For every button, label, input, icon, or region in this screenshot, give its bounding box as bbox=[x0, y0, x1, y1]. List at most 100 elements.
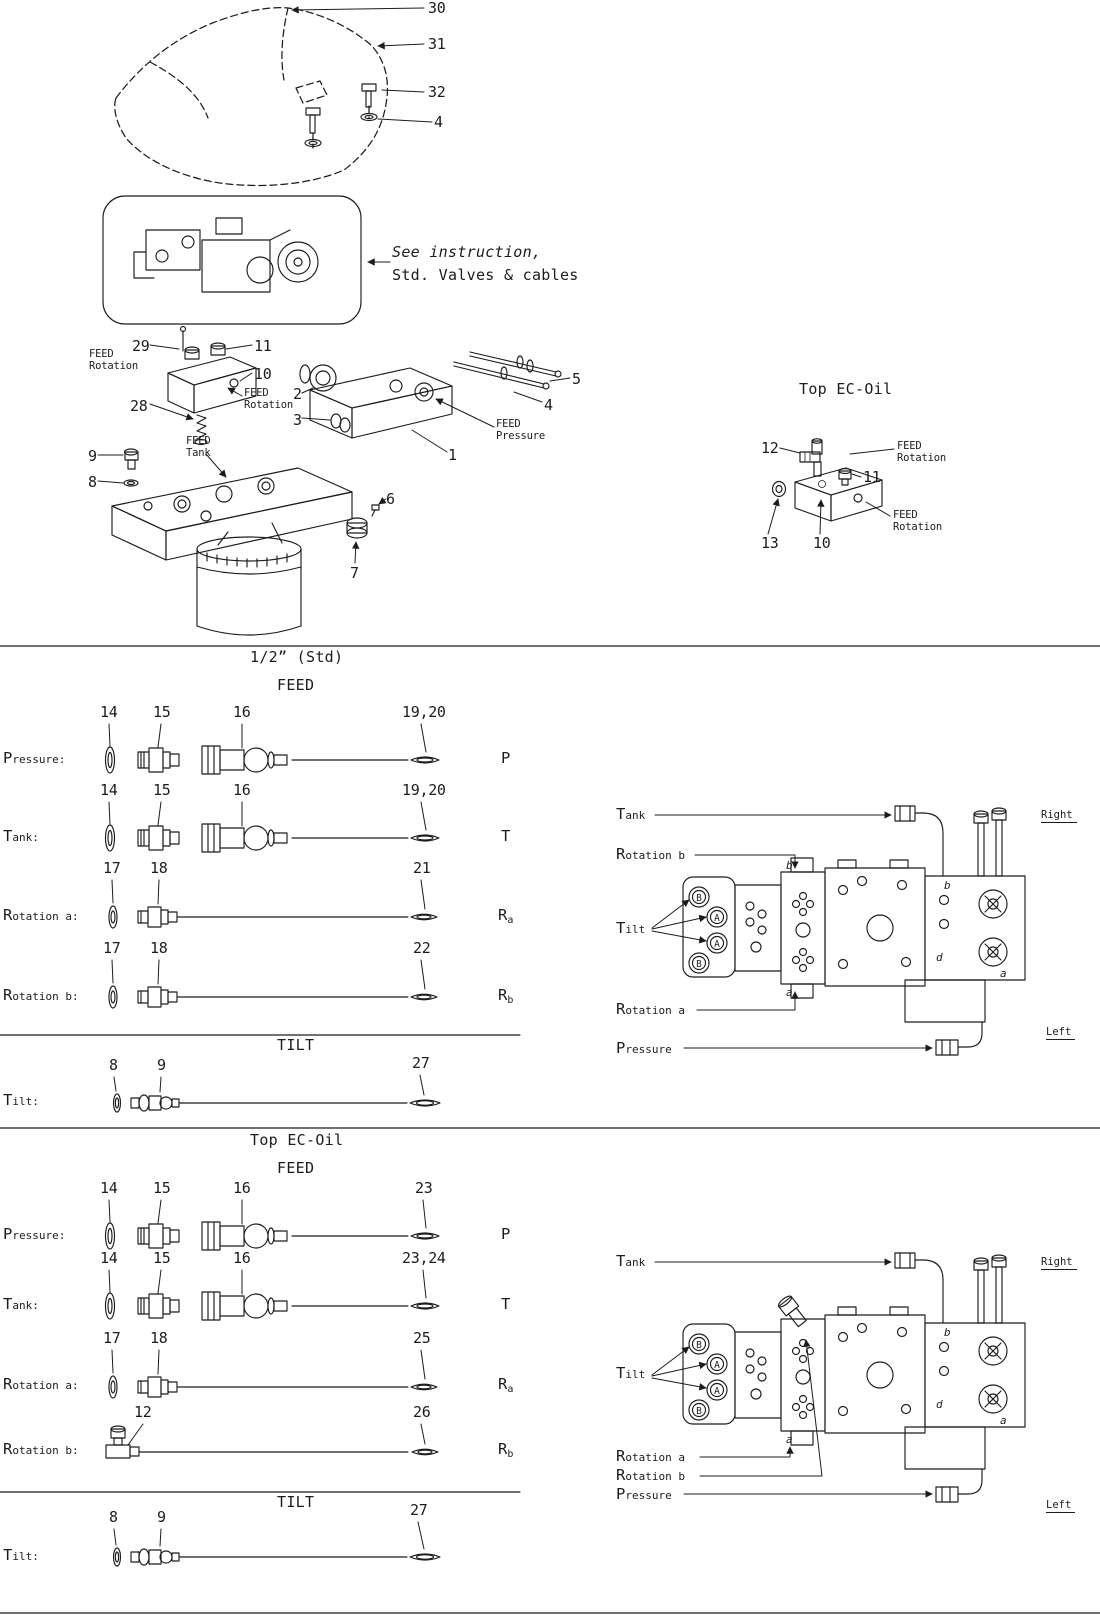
callout-10: 10 bbox=[254, 365, 272, 383]
label-initial: T bbox=[3, 1546, 13, 1564]
callout-9: 9 bbox=[88, 447, 97, 465]
ec-parts-rows-art bbox=[104, 1199, 441, 1567]
part-number: 19,20 bbox=[402, 703, 446, 721]
port-letter-b-block: b bbox=[944, 879, 951, 892]
feed-pressure-label-1: FEED bbox=[496, 418, 521, 430]
ecoil-feed-rotation-bottom-2: Rotation bbox=[893, 521, 942, 533]
label-initial: P bbox=[3, 749, 13, 767]
label-rest: ilt: bbox=[12, 1095, 39, 1108]
label-rest: ilt bbox=[625, 923, 646, 936]
label-initial: T bbox=[3, 827, 13, 845]
port-sub: a bbox=[507, 915, 514, 926]
feed-rotation-right-label-1: FEED bbox=[244, 387, 269, 399]
feed-rotation-left-label-2: Rotation bbox=[89, 360, 138, 372]
diagram-label-tank: Tank bbox=[616, 806, 645, 823]
part-number: 19,20 bbox=[402, 781, 446, 799]
port-sub: b bbox=[507, 1449, 514, 1460]
part-number: 21 bbox=[413, 859, 431, 877]
feed-tank-label-1: FEED bbox=[186, 435, 211, 447]
part-number: 26 bbox=[413, 1403, 431, 1421]
part-number: 23 bbox=[415, 1179, 433, 1197]
diagram-label-tank: Tank bbox=[616, 1253, 645, 1270]
feed-pressure-label-2: Pressure bbox=[496, 430, 545, 442]
cover-outline-illustration bbox=[114, 7, 389, 187]
part-number: 12 bbox=[134, 1403, 152, 1421]
label-initial: R bbox=[616, 1466, 626, 1484]
callout-2: 2 bbox=[293, 385, 302, 403]
label-rest: otation a: bbox=[12, 1379, 79, 1392]
port-letter-t: T bbox=[501, 828, 510, 848]
ecoil-callout-12: 12 bbox=[761, 439, 779, 457]
part-number: 8 bbox=[109, 1508, 118, 1526]
part-number: 25 bbox=[413, 1329, 431, 1347]
std-feed-subtitle: FEED bbox=[277, 676, 315, 694]
instruction-note-line2: Std. Valves & cables bbox=[392, 266, 579, 284]
callout-4: 4 bbox=[544, 396, 553, 414]
part-number: 17 bbox=[103, 1329, 121, 1347]
diagram-label-rotation-a: Rotation a bbox=[616, 1001, 685, 1018]
circle-letter-b1: B bbox=[696, 1340, 702, 1351]
part-number: 18 bbox=[150, 859, 168, 877]
valve-assembly-diagram-ec: B A A B a b a d bbox=[682, 1252, 1026, 1503]
label-rest: otation a bbox=[625, 1451, 685, 1464]
port-initial: T bbox=[501, 827, 511, 845]
assembly-leader-lines bbox=[97, 344, 571, 564]
direction-label-right: Right bbox=[1041, 1256, 1077, 1271]
part-number: 16 bbox=[233, 703, 251, 721]
row-label-tilt: Tilt: bbox=[3, 1547, 39, 1564]
circle-letter-a1: A bbox=[714, 1360, 720, 1371]
ecoil-block-illustration bbox=[771, 438, 883, 522]
part-number: 17 bbox=[103, 939, 121, 957]
valve-diagram-std-leaders bbox=[651, 811, 933, 1052]
label-initial: R bbox=[616, 1447, 626, 1465]
label-rest: ank bbox=[625, 809, 646, 822]
ecoil-title: Top EC-Oil bbox=[799, 380, 893, 398]
label-rest: ilt: bbox=[12, 1550, 39, 1563]
label-rest: otation a bbox=[625, 1004, 685, 1017]
part-number: 9 bbox=[157, 1056, 166, 1074]
part-number: 27 bbox=[410, 1501, 428, 1519]
label-rest: ressure: bbox=[12, 753, 66, 766]
diagram-label-rotation-b: Rotation b bbox=[616, 846, 685, 863]
callout-6: 6 bbox=[386, 490, 395, 508]
label-rest: ressure: bbox=[12, 1229, 66, 1242]
ecoil-feed-rotation-top-2: Rotation bbox=[897, 452, 946, 464]
part-number: 15 bbox=[153, 703, 171, 721]
feed-rotation-left-label-1: FEED bbox=[89, 348, 114, 360]
port-letter-a-block: a bbox=[1000, 967, 1007, 980]
part-number: 14 bbox=[100, 703, 118, 721]
valve-assembly-diagram-std: B A A B b a b a d bbox=[682, 805, 1026, 1056]
circle-letter-a2: A bbox=[714, 1386, 720, 1397]
label-initial: T bbox=[616, 805, 626, 823]
label-initial: R bbox=[3, 906, 13, 924]
callout-3: 3 bbox=[293, 411, 302, 429]
label-initial: R bbox=[616, 845, 626, 863]
diagram-label-pressure: Pressure bbox=[616, 1486, 672, 1503]
port-initial: P bbox=[501, 1225, 511, 1243]
port-initial: P bbox=[501, 749, 511, 767]
callout-4-cover: 4 bbox=[434, 113, 443, 131]
callout-32: 32 bbox=[428, 83, 446, 101]
port-letter-p: P bbox=[501, 1226, 510, 1246]
std-section-title: 1/2” (Std) bbox=[250, 648, 344, 666]
ecoil-callout-10: 10 bbox=[813, 534, 831, 552]
direction-label-right: Right bbox=[1041, 809, 1077, 824]
std-parts-rows-art bbox=[104, 723, 441, 1113]
port-initial: R bbox=[498, 1375, 508, 1393]
section-divider-lines bbox=[0, 645, 1100, 1614]
port-initial: T bbox=[501, 1295, 511, 1313]
ecoil-feed-rotation-top-1: FEED bbox=[897, 440, 922, 452]
port-initial: R bbox=[498, 1440, 508, 1458]
port-letter-rb: Rb bbox=[498, 1441, 513, 1461]
part-number: 18 bbox=[150, 1329, 168, 1347]
port-initial: R bbox=[498, 906, 508, 924]
label-initial: P bbox=[616, 1039, 626, 1057]
callout-11: 11 bbox=[254, 337, 272, 355]
callout-29: 29 bbox=[132, 337, 150, 355]
label-rest: ank bbox=[625, 1256, 646, 1269]
row-label-tank: Tank: bbox=[3, 1296, 39, 1313]
port-letter-b-top: b bbox=[786, 859, 793, 872]
row-label-rotation-b: Rotation b: bbox=[3, 1441, 79, 1458]
label-rest: otation a: bbox=[12, 910, 79, 923]
callout-30: 30 bbox=[428, 0, 446, 17]
